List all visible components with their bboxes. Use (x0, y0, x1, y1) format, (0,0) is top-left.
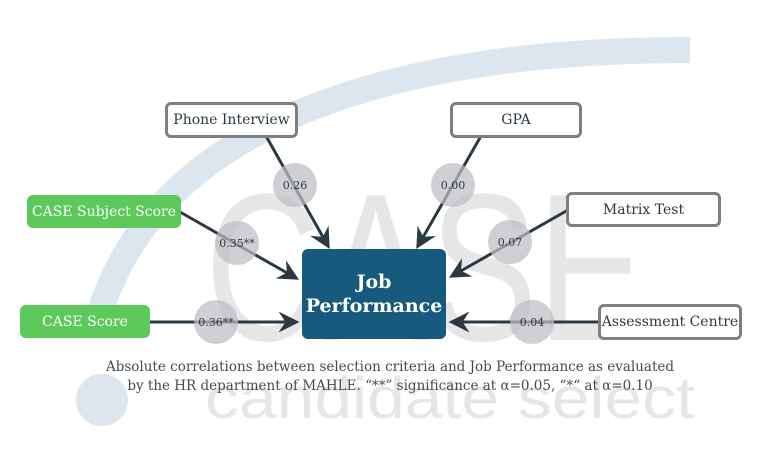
correlation-value: 0.04 (519, 315, 545, 329)
node-label: Phone Interview (173, 112, 290, 128)
target-label-line1: Job (356, 271, 392, 293)
logo-dot (76, 374, 128, 426)
node-job-performance: Job Performance (302, 249, 446, 339)
node-case-subject-score: CASE Subject Score (27, 195, 181, 228)
correlation-value: 0.00 (440, 178, 466, 192)
caption-line-2: by the HR department of MAHLE. “**” sign… (127, 378, 653, 394)
target-label-line2: Performance (305, 295, 443, 317)
node-label: Assessment Centre (601, 314, 739, 330)
node-assessment-centre: Assessment Centre (598, 304, 742, 340)
correlation-badge-case-subject-score: 0.35** (215, 221, 259, 265)
correlation-value: 0.07 (497, 235, 523, 249)
node-gpa: GPA (450, 102, 582, 138)
node-label: Matrix Test (602, 201, 685, 218)
node-case-score: CASE Score (20, 305, 150, 338)
correlation-value: 0.26 (282, 178, 308, 192)
node-matrix-test: Matrix Test (566, 192, 721, 227)
correlation-badge-phone-interview: 0.26 (273, 163, 317, 207)
correlation-badge-gpa: 0.00 (431, 163, 475, 207)
node-phone-interview: Phone Interview (165, 102, 298, 138)
figure-caption: Absolute correlations between selection … (80, 358, 700, 396)
caption-line-1: Absolute correlations between selection … (105, 359, 675, 375)
logo-arc (82, 37, 691, 334)
correlation-badge-assessment-centre: 0.04 (510, 300, 554, 344)
correlation-value: 0.36** (198, 315, 234, 329)
node-label: CASE Subject Score (31, 203, 177, 220)
node-label: CASE Score (42, 313, 128, 330)
correlation-value: 0.35** (219, 236, 255, 250)
node-label: GPA (501, 112, 531, 128)
correlation-badge-matrix-test: 0.07 (488, 220, 532, 264)
correlation-badge-case-score: 0.36** (194, 300, 238, 344)
watermark-candidate-select: candidate select (205, 366, 695, 431)
